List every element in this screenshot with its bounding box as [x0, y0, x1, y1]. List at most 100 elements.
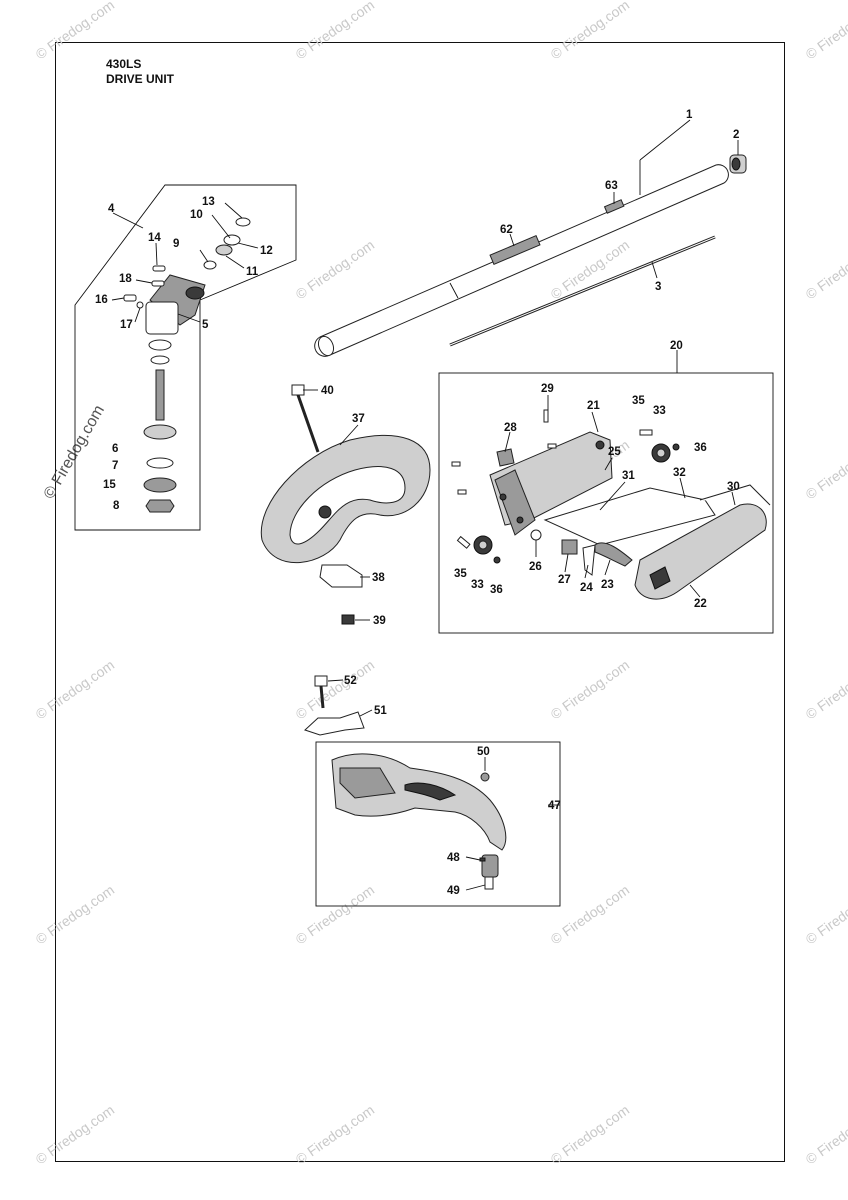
spacer-9 [203, 260, 217, 270]
callout-36b: 36 [490, 584, 503, 596]
callout-26: 26 [529, 561, 542, 573]
screw-16 [123, 294, 137, 302]
handle-front-25 [494, 469, 536, 536]
screw-hole [595, 440, 605, 450]
trigger-23 [594, 542, 633, 567]
callout-16: 16 [95, 294, 108, 306]
pin-14 [152, 265, 166, 272]
callout-5: 5 [202, 319, 209, 331]
tube-break [449, 282, 459, 299]
leader-24 [584, 564, 589, 579]
diagram-frame [55, 42, 785, 1162]
callout-11: 11 [246, 266, 259, 278]
callout-48: 48 [447, 852, 460, 864]
callout-24: 24 [580, 582, 593, 594]
watermark-text: © Firedog.com [803, 882, 848, 948]
callout-33: 33 [653, 405, 666, 417]
leader-14 [155, 242, 158, 266]
drive-shaft-highlight [449, 236, 716, 346]
callout-20: 20 [670, 340, 683, 352]
watermark-text: © Firedog.com [293, 0, 378, 62]
callout-39: 39 [373, 615, 386, 627]
watermark-text: © Firedog.com [33, 657, 118, 723]
watermark-text: © Firedog.com [33, 1102, 118, 1168]
tube-end [317, 335, 335, 357]
callout-32: 32 [673, 467, 686, 479]
callout-52: 52 [344, 675, 357, 687]
leader-9 [199, 249, 209, 263]
screw [547, 443, 557, 449]
callout-28: 28 [504, 422, 517, 434]
leader-31 [599, 481, 626, 511]
watermark-text: © Firedog.com [293, 882, 378, 948]
watermark-text: © Firedog.com [803, 437, 848, 503]
callout-8: 8 [113, 500, 120, 512]
callout-36: 36 [694, 442, 707, 454]
callout-47: 47 [548, 800, 561, 812]
leader-17 [134, 307, 141, 323]
callout-22: 22 [694, 598, 707, 610]
watermark-text: © Firedog.com [803, 0, 848, 62]
leader-21 [591, 411, 599, 433]
leader-52 [327, 679, 344, 682]
clip-48 [479, 857, 486, 862]
guard-slot [404, 782, 457, 801]
bolt-head-52 [314, 675, 328, 687]
callout-1: 1 [686, 109, 693, 121]
clamp-hole [656, 448, 666, 458]
callout-38: 38 [372, 572, 385, 584]
leader-32 [679, 477, 686, 499]
gear-housing-body [145, 301, 179, 335]
leader-3 [651, 261, 658, 279]
leader-5 [177, 313, 201, 323]
nut-36b [493, 556, 501, 564]
leader-27 [564, 553, 569, 573]
callout-40: 40 [321, 385, 334, 397]
group-outline-47 [315, 741, 561, 907]
callout-27: 27 [558, 574, 571, 586]
group-outline-4 [74, 184, 297, 531]
housing-bore [185, 286, 205, 300]
leader-13 [224, 202, 243, 219]
circlip-13 [235, 217, 251, 227]
leader-30 [731, 491, 736, 506]
callout-10: 10 [190, 209, 203, 221]
guard-group [304, 675, 561, 907]
lever-24 [582, 544, 596, 576]
callout-37: 37 [352, 413, 365, 425]
callout-2: 2 [733, 129, 739, 141]
leader-18 [135, 279, 153, 284]
callout-3: 3 [655, 281, 661, 293]
callout-9: 9 [173, 238, 179, 250]
leader-1 [639, 119, 691, 161]
callout-30: 30 [727, 481, 740, 493]
watermark-text: © Firedog.com [548, 1102, 633, 1168]
sleeve-62 [489, 234, 541, 266]
leader-12 [237, 242, 259, 249]
watermark-text: © Firedog.com [548, 657, 633, 723]
callout-50: 50 [477, 746, 490, 758]
bracket-51 [304, 711, 365, 736]
leader-10 [211, 214, 231, 239]
leader-4 [112, 212, 144, 229]
watermark-text: © Firedog.com [548, 0, 633, 62]
ring-12 [223, 234, 241, 246]
gear-head-group [74, 184, 297, 531]
cable-32 [699, 484, 771, 506]
callout-25: 25 [608, 446, 621, 458]
screw-35b [456, 535, 471, 549]
spindle-shaft [155, 369, 165, 421]
ring-17 [136, 301, 144, 309]
callout-23: 23 [601, 579, 614, 591]
callout-18: 18 [119, 273, 132, 285]
guard-mount [339, 767, 396, 799]
callout-labels: 1 2 3 4 5 6 7 8 9 10 11 12 13 14 15 16 1… [95, 109, 740, 897]
leader-22 [689, 584, 701, 598]
leader-11 [225, 255, 245, 269]
callout-14: 14 [148, 232, 161, 244]
leader-49 [465, 884, 486, 891]
bolt-shaft-52 [319, 685, 325, 709]
callout-17: 17 [120, 319, 133, 331]
wire-cable-31 [543, 487, 716, 546]
